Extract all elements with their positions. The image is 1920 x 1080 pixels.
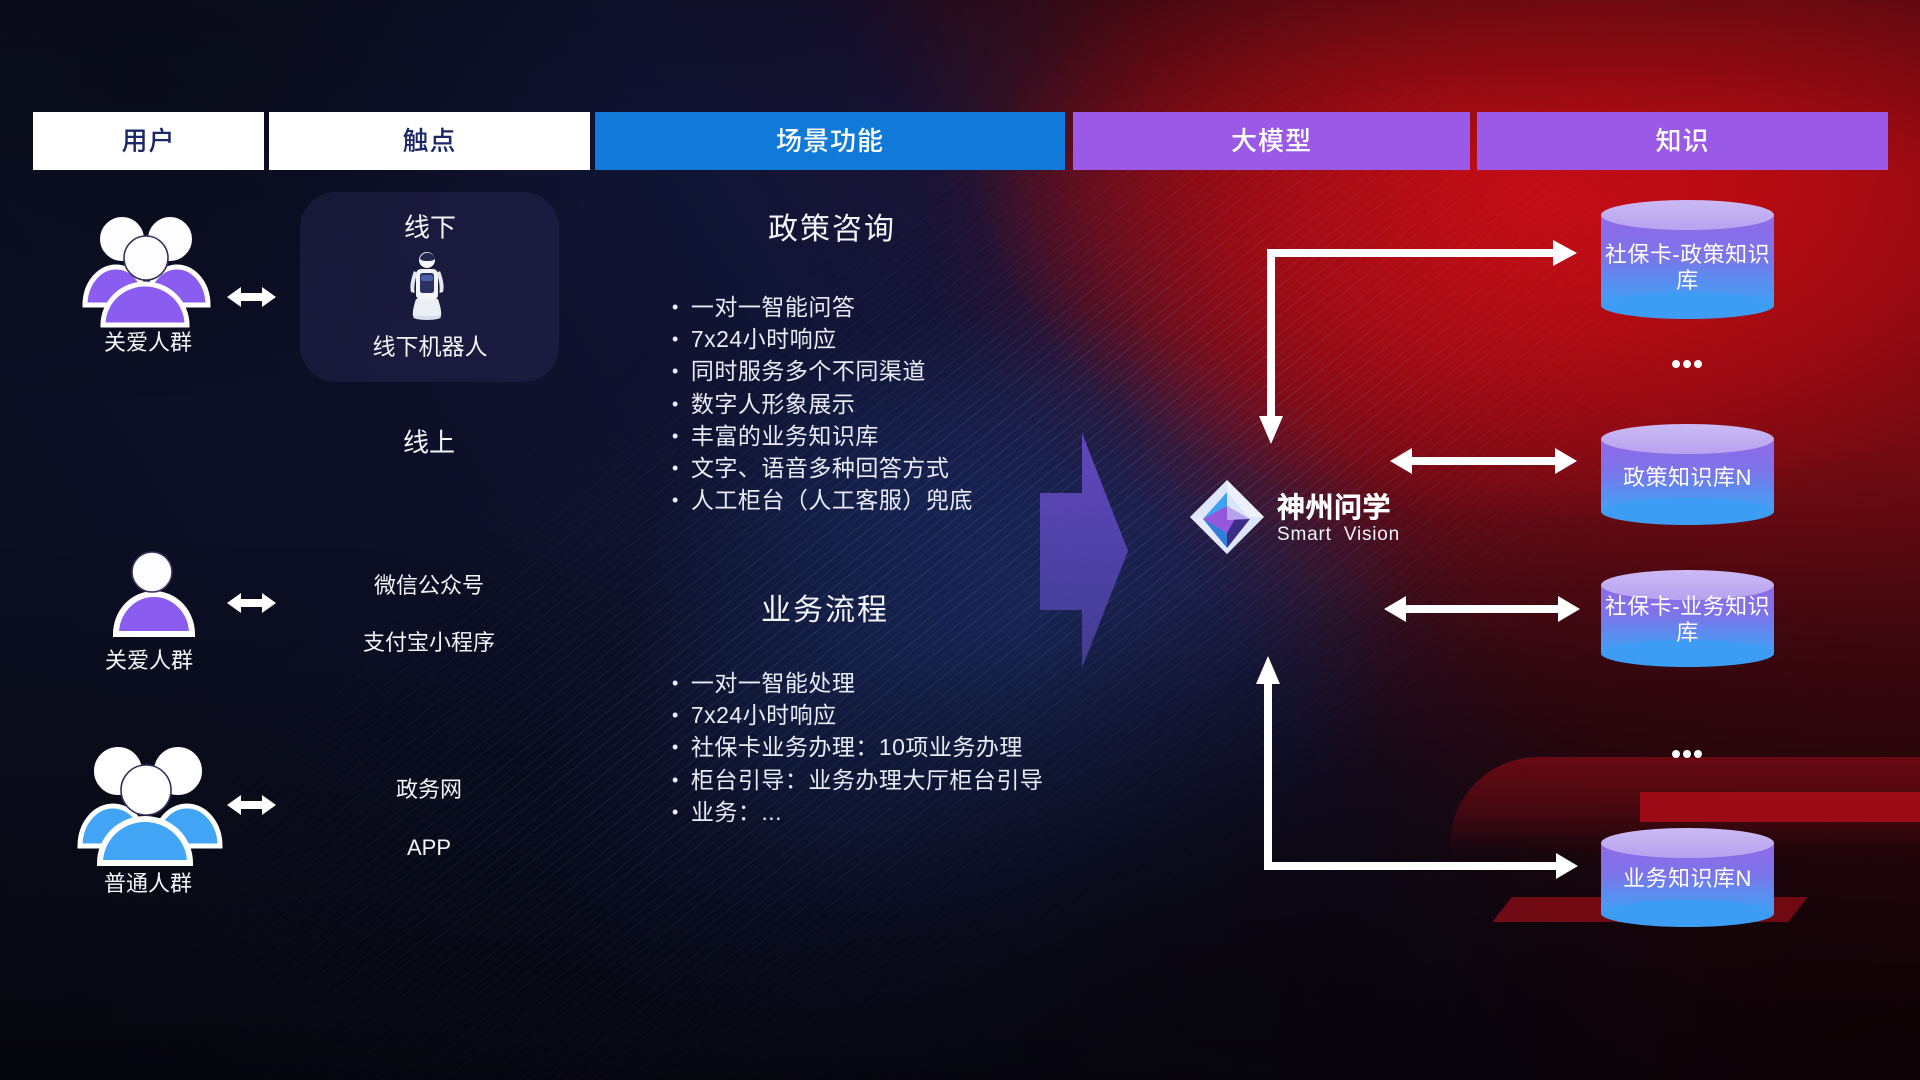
svg-text:神州问学: 神州问学	[1276, 491, 1391, 523]
svg-text:Smart Vision: Smart Vision	[1277, 524, 1400, 545]
